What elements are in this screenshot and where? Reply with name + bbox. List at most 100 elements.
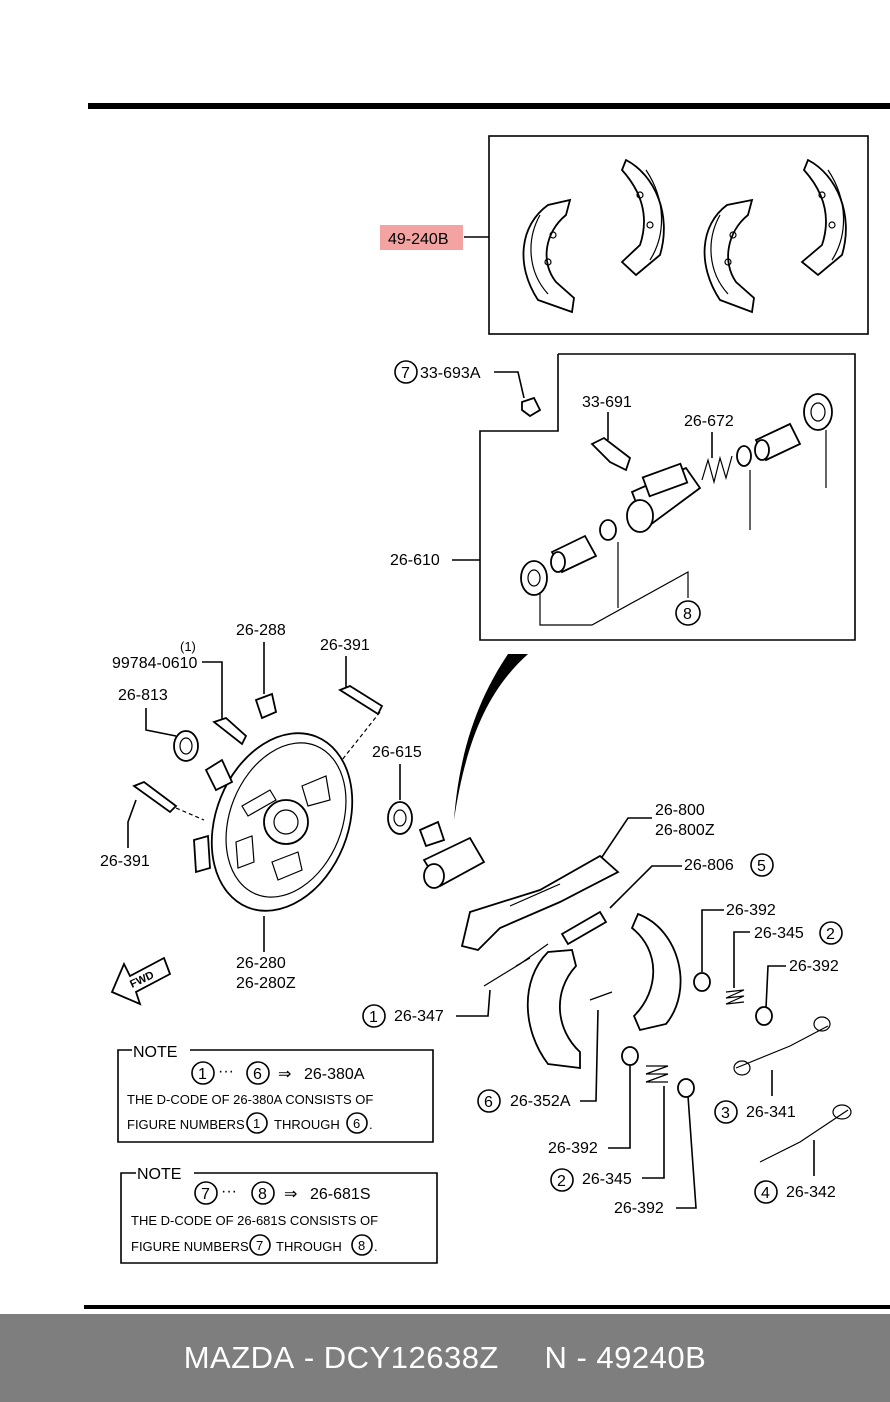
- note-2-to: 8: [258, 1186, 267, 1203]
- brake-shoe-1: [522, 198, 575, 314]
- label-26-615[interactable]: 26-615: [372, 744, 422, 761]
- label-26-345-b[interactable]: 26-345: [582, 1171, 632, 1188]
- note-2-title: NOTE: [137, 1166, 181, 1183]
- label-26-345-a[interactable]: 26-345: [754, 925, 804, 942]
- callout-4[interactable]: 4: [761, 1185, 770, 1202]
- note-1-line3b: 1: [253, 1116, 260, 1131]
- spring-26-341: [733, 1016, 831, 1076]
- label-26-392-a[interactable]: 26-392: [726, 902, 776, 919]
- wheel-cylinder-box: [479, 353, 856, 641]
- note-2: NOTE 7 ··· 8 ⇒ 26-681S THE D-CODE OF 26-…: [120, 1166, 438, 1264]
- label-26-392-b[interactable]: 26-392: [789, 958, 839, 975]
- callout-1[interactable]: 1: [369, 1009, 378, 1026]
- label-26-672[interactable]: 26-672: [684, 413, 734, 430]
- fwd-arrow-icon: [110, 956, 172, 1006]
- label-49-240b[interactable]: 49-240B: [388, 231, 449, 248]
- footer-part-number: DCY12638Z: [323, 1340, 499, 1375]
- note-2-from: 7: [201, 1186, 210, 1203]
- spring-26-347: [483, 943, 549, 987]
- footer-ref: N - 49240B: [544, 1340, 707, 1375]
- label-26-610[interactable]: 26-610: [390, 552, 440, 569]
- label-26-806[interactable]: 26-806: [684, 857, 734, 874]
- note-2-line2: THE D-CODE OF 26-681S CONSISTS OF: [131, 1213, 378, 1228]
- dust-seal-26-615: [387, 801, 413, 835]
- note-1-line3a: FIGURE NUMBERS: [127, 1117, 245, 1132]
- piston-left: [550, 534, 598, 574]
- bleeder-screw: [590, 436, 632, 472]
- callout-6[interactable]: 6: [484, 1094, 493, 1111]
- label-26-342[interactable]: 26-342: [786, 1184, 836, 1201]
- label-26-392-c[interactable]: 26-392: [548, 1140, 598, 1157]
- footer-bar: MAZDA - DCY12638Z N - 49240B: [0, 1314, 890, 1402]
- bolt-99784-0610: [212, 716, 248, 746]
- parking-brake-lever: [460, 854, 620, 951]
- highlight-49-240b: [380, 225, 463, 250]
- brake-shoe-2: [620, 158, 665, 277]
- callout-3[interactable]: 3: [721, 1105, 730, 1122]
- note-1-line2: THE D-CODE OF 26-380A CONSISTS OF: [127, 1092, 373, 1107]
- note-1-to: 6: [253, 1066, 262, 1083]
- plug-26-813: [173, 730, 199, 762]
- callout-2-a[interactable]: 2: [826, 926, 835, 943]
- label-26-341[interactable]: 26-341: [746, 1104, 796, 1121]
- label-26-392-d[interactable]: 26-392: [614, 1200, 664, 1217]
- label-26-800[interactable]: 26-800: [655, 802, 705, 819]
- footer-gap: [499, 1340, 545, 1376]
- label-26-280z[interactable]: 26-280Z: [236, 975, 296, 992]
- backing-plate-26-280: [193, 732, 354, 912]
- retainer-cap-b: [755, 1006, 773, 1026]
- footer-sep: -: [294, 1340, 324, 1375]
- bleeder-cap: [521, 396, 542, 418]
- label-1-paren[interactable]: (1): [180, 639, 196, 654]
- label-26-352a[interactable]: 26-352A: [510, 1093, 571, 1110]
- brake-shoe-4: [800, 158, 847, 277]
- label-33-693a[interactable]: 33-693A: [420, 365, 481, 382]
- dust-boot-left: [520, 560, 548, 596]
- note-1-arrow: ⇒: [278, 1066, 291, 1083]
- label-26-280[interactable]: 26-280: [236, 955, 286, 972]
- label-26-391-left[interactable]: 26-391: [100, 853, 150, 870]
- cylinder-body: [626, 462, 702, 533]
- pin-26-391-left: [132, 780, 178, 814]
- cylinder-cup-right: [736, 445, 752, 467]
- note-2-code: 26-681S: [310, 1186, 371, 1203]
- retainer-cap-a: [693, 972, 711, 992]
- note-1-line3e: .: [369, 1117, 373, 1132]
- callout-5[interactable]: 5: [757, 858, 766, 875]
- label-33-691[interactable]: 33-691: [582, 394, 632, 411]
- note-2-dots: ···: [221, 1183, 237, 1200]
- callout-2-b[interactable]: 2: [557, 1173, 566, 1190]
- adjuster-strut: [560, 910, 608, 946]
- note-2-arrow: ⇒: [284, 1186, 297, 1203]
- note-1-dots: ···: [218, 1063, 234, 1080]
- callout-7[interactable]: 7: [401, 365, 410, 382]
- retainer-cap-c: [621, 1046, 639, 1066]
- label-26-347[interactable]: 26-347: [394, 1008, 444, 1025]
- note-1-code: 26-380A: [304, 1066, 365, 1083]
- piston-right: [754, 422, 802, 462]
- note-1-title: NOTE: [133, 1044, 177, 1061]
- dust-boot-right: [803, 393, 833, 431]
- callout-8[interactable]: 8: [683, 606, 692, 623]
- label-26-288[interactable]: 26-288: [236, 622, 286, 639]
- label-99784-0610[interactable]: 99784-0610: [112, 655, 198, 672]
- brake-shoe-set-box: [488, 135, 869, 335]
- note-2-line3c: THROUGH: [276, 1239, 342, 1254]
- spring-26-342: [759, 1104, 852, 1163]
- retainer-cap-d: [677, 1078, 695, 1098]
- label-26-813[interactable]: 26-813: [118, 687, 168, 704]
- note-2-line3a: FIGURE NUMBERS: [131, 1239, 249, 1254]
- note-1-from: 1: [198, 1066, 207, 1083]
- note-1-line3c: THROUGH: [274, 1117, 340, 1132]
- pointer-wedge: [454, 654, 528, 820]
- label-26-800z[interactable]: 26-800Z: [655, 822, 715, 839]
- wheel-cylinder-assembly: [418, 820, 486, 889]
- note-2-line3d: 8: [358, 1238, 365, 1253]
- label-26-391-top[interactable]: 26-391: [320, 637, 370, 654]
- note-1-line3d: 6: [353, 1116, 360, 1131]
- footer-brand: MAZDA: [183, 1340, 295, 1375]
- hold-spring-a: [725, 989, 745, 1005]
- cylinder-cup-left: [599, 519, 617, 541]
- hold-spring-b: [645, 1065, 669, 1083]
